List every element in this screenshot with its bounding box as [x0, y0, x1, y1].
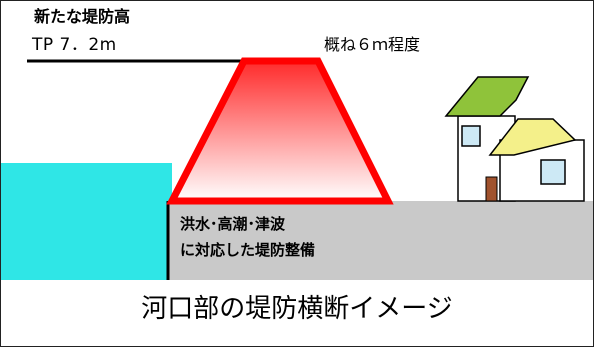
new-levee-height-value: TP 7．2m: [32, 35, 117, 55]
inland-ground: [168, 201, 593, 280]
river-water: [1, 163, 172, 280]
levee-purpose-line1: 洪水･高潮･津波: [180, 215, 286, 233]
levee-purpose-line2: に対応した堤防整備: [180, 241, 316, 259]
house-icon: [444, 76, 585, 202]
new-levee-height-title: 新たな堤防高: [34, 7, 131, 26]
levee-trapezoid: [166, 57, 394, 205]
diagram-caption: 河口部の堤防横断イメージ: [141, 294, 453, 324]
levee-height-approx-label: 概ね６ｍ程度: [324, 35, 421, 54]
